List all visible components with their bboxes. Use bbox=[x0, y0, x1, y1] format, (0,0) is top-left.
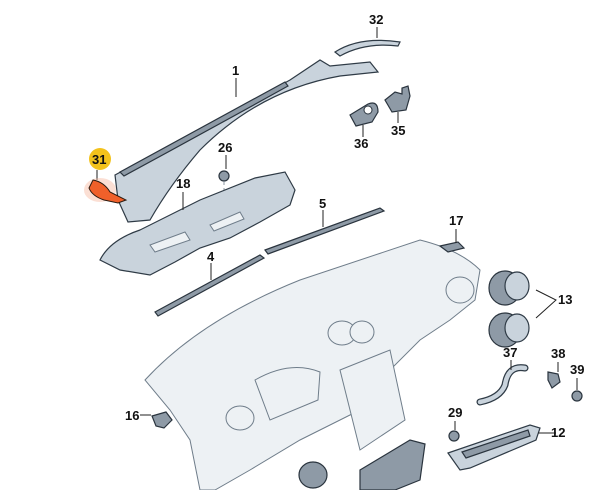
vent-opening-left bbox=[225, 405, 255, 431]
part-18-cross-member[interactable] bbox=[99, 171, 296, 276]
label-1: 1 bbox=[232, 63, 239, 78]
part-29-nut[interactable] bbox=[448, 430, 460, 442]
part-37-hose-fill bbox=[477, 365, 528, 405]
lower-air-vent[interactable] bbox=[298, 461, 328, 489]
part-1-grille-strip bbox=[119, 81, 289, 177]
highlight-badge-31 bbox=[89, 148, 111, 170]
label-31: 31 bbox=[92, 152, 106, 167]
part-38-connector[interactable] bbox=[547, 371, 561, 389]
part-12-tray-grid bbox=[461, 429, 531, 459]
label-38: 38 bbox=[551, 346, 565, 361]
part-36-bracket[interactable] bbox=[349, 102, 379, 127]
instrument-gauge-right bbox=[349, 320, 375, 344]
label-13: 13 bbox=[558, 292, 572, 307]
dashboard-main-body[interactable] bbox=[144, 239, 481, 490]
label-16: 16 bbox=[125, 408, 139, 423]
label-5: 5 bbox=[319, 196, 326, 211]
label-35: 35 bbox=[391, 123, 405, 138]
part-39-washer[interactable] bbox=[571, 390, 583, 402]
label-17: 17 bbox=[449, 213, 463, 228]
part-31-trim-piece[interactable] bbox=[88, 179, 128, 204]
label-4: 4 bbox=[207, 249, 215, 264]
label-32: 32 bbox=[369, 12, 383, 27]
part-36-hole bbox=[363, 105, 373, 115]
part-17-clip[interactable] bbox=[438, 241, 466, 253]
part-35-sensor[interactable] bbox=[384, 85, 411, 113]
part-4-trim-strip[interactable] bbox=[154, 254, 266, 317]
glovebox-opening bbox=[254, 367, 321, 421]
center-console-frame bbox=[339, 349, 406, 451]
storage-box[interactable] bbox=[359, 439, 426, 490]
part-13-vent-upper[interactable] bbox=[488, 270, 530, 306]
part-16-vent[interactable] bbox=[151, 411, 173, 429]
leader-13 bbox=[535, 289, 557, 319]
part-32-trim[interactable] bbox=[333, 39, 401, 57]
part-5-trim-strip[interactable] bbox=[264, 207, 386, 255]
label-26: 26 bbox=[218, 140, 232, 155]
label-12: 12 bbox=[551, 425, 565, 440]
label-29: 29 bbox=[448, 405, 462, 420]
part-26-nut[interactable] bbox=[218, 170, 230, 182]
part-18-detail bbox=[149, 211, 245, 253]
part-13-vent-lower[interactable] bbox=[488, 312, 530, 348]
label-18: 18 bbox=[176, 176, 190, 191]
vent-opening-right bbox=[445, 276, 475, 304]
label-37: 37 bbox=[503, 345, 517, 360]
label-39: 39 bbox=[570, 362, 584, 377]
part-37-hose[interactable] bbox=[476, 364, 529, 406]
label-36: 36 bbox=[354, 136, 368, 151]
